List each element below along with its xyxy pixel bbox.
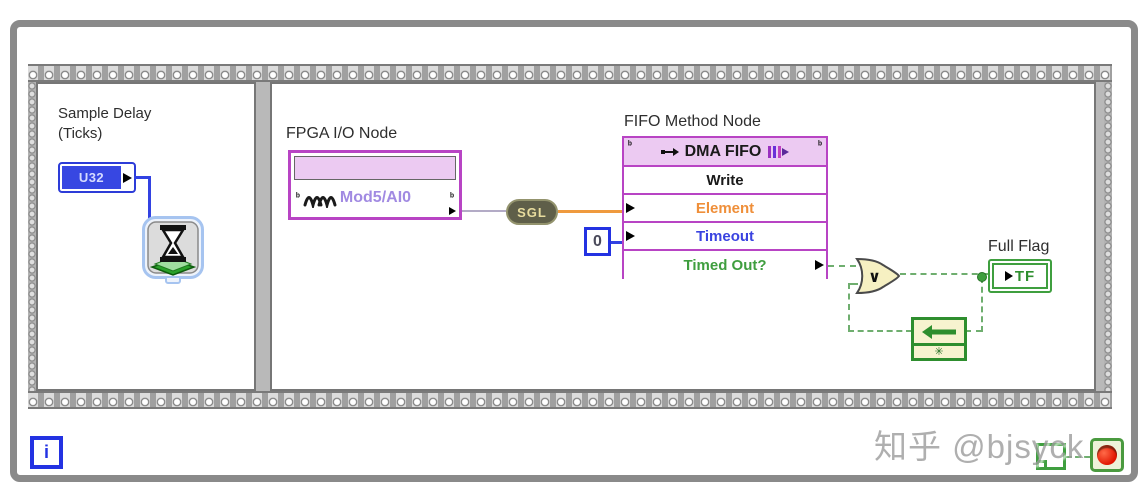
stop-condition-wire bbox=[1066, 456, 1090, 458]
sample-delay-label: Sample Delay (Ticks) bbox=[58, 104, 151, 143]
full-flag-label: Full Flag bbox=[988, 238, 1050, 255]
indicator-input-arrow-icon bbox=[1004, 271, 1013, 281]
node-corner-icon: ᵇ bbox=[628, 140, 632, 151]
tf-type-badge: TF bbox=[1014, 267, 1036, 285]
boolean-constant[interactable] bbox=[1036, 443, 1066, 470]
fpga-io-node-top-cell bbox=[294, 156, 456, 180]
feedback-wire-up bbox=[848, 283, 850, 331]
io-channel-name: Mod5/AI0 bbox=[339, 189, 412, 206]
input-arrow-icon bbox=[626, 203, 635, 213]
feedback-node[interactable]: ✳ bbox=[911, 317, 967, 361]
to-sgl-conversion-bullet[interactable]: SGL bbox=[506, 199, 558, 225]
boolean-constant-inner-icon bbox=[1036, 460, 1047, 470]
io-output-arrow-icon bbox=[449, 207, 456, 215]
u32-wire-h1 bbox=[134, 176, 151, 179]
analog-waveform-icon bbox=[303, 196, 337, 208]
fifo-header-row: ᵇ DMA FIFO ᵇ bbox=[624, 138, 826, 167]
wire-junction-dot bbox=[977, 272, 987, 282]
fifo-header-title: DMA FIFO bbox=[684, 142, 762, 160]
feedback-arrow-icon bbox=[922, 324, 956, 339]
input-arrow-icon bbox=[626, 231, 635, 241]
timeout-constant[interactable]: 0 bbox=[584, 227, 611, 256]
fpga-io-node[interactable]: ᵇ Mod5/AI0 ᵇ bbox=[288, 150, 462, 220]
sample-delay-label-line1: Sample Delay bbox=[58, 105, 152, 122]
svg-text:∨: ∨ bbox=[868, 267, 881, 286]
hourglass-wait-icon bbox=[142, 216, 204, 284]
node-corner-icon: ᵇ bbox=[450, 192, 454, 203]
fifo-row-timed-out[interactable]: Timed Out? bbox=[624, 251, 826, 279]
output-arrow-icon bbox=[815, 260, 824, 270]
fpga-io-node-label: FPGA I/O Node bbox=[286, 125, 398, 142]
terminal-output-arrow-icon bbox=[123, 172, 132, 183]
dma-fifo-icon bbox=[768, 145, 790, 158]
timed-out-wire bbox=[828, 265, 856, 267]
fifo-row-label: Element bbox=[695, 199, 755, 217]
loop-conditional-terminal[interactable] bbox=[1090, 438, 1124, 472]
feedback-wire-in bbox=[965, 330, 982, 332]
wait-ticks-function[interactable] bbox=[142, 216, 204, 284]
full-flag-indicator-terminal[interactable]: TF bbox=[988, 259, 1052, 293]
element-wire bbox=[558, 210, 624, 213]
watermark-text: 知乎 @bjsyck bbox=[874, 428, 1085, 465]
fifo-row-timeout[interactable]: Timeout bbox=[624, 223, 826, 251]
fifo-row-write[interactable]: Write bbox=[624, 167, 826, 195]
u32-wire-v bbox=[148, 176, 151, 252]
fifo-method-node[interactable]: ᵇ DMA FIFO ᵇ Write Element Timeout bbox=[622, 136, 828, 279]
or-lower-input-wire bbox=[849, 283, 858, 285]
fifo-row-label: Write bbox=[706, 171, 744, 189]
fifo-method-node-label: FIFO Method Node bbox=[624, 113, 761, 130]
u32-type-badge: U32 bbox=[62, 166, 121, 189]
sample-delay-control-terminal[interactable]: U32 bbox=[58, 162, 136, 193]
or-output-wire bbox=[900, 273, 988, 275]
write-direction-arrow-icon bbox=[660, 147, 679, 156]
feedback-wire-down bbox=[981, 277, 983, 332]
or-gate-icon: ∨ bbox=[855, 257, 901, 295]
sequence-filmstrip-top bbox=[28, 64, 1112, 82]
feedback-initializer-icon: ✳ bbox=[934, 345, 944, 358]
node-corner-icon: ᵇ bbox=[296, 192, 300, 203]
loop-iteration-terminal[interactable]: i bbox=[30, 436, 63, 469]
fifo-row-element[interactable]: Element bbox=[624, 195, 826, 223]
io-output-wire bbox=[462, 210, 506, 212]
stop-sign-icon bbox=[1097, 445, 1117, 465]
fifo-row-label: Timeout bbox=[695, 227, 755, 245]
or-function[interactable]: ∨ bbox=[854, 256, 902, 296]
node-corner-icon: ᵇ bbox=[818, 140, 822, 151]
timeout-wire bbox=[611, 241, 624, 244]
sequence-filmstrip-bottom bbox=[28, 391, 1112, 409]
iteration-i-label: i bbox=[43, 442, 49, 462]
sequence-edge-left bbox=[28, 82, 36, 391]
feedback-wire-out bbox=[848, 330, 912, 332]
sample-delay-label-line2: (Ticks) bbox=[58, 124, 103, 142]
sequence-edge-right bbox=[1104, 82, 1112, 391]
fifo-row-label: Timed Out? bbox=[683, 256, 767, 274]
while-loop-border bbox=[10, 20, 1138, 482]
